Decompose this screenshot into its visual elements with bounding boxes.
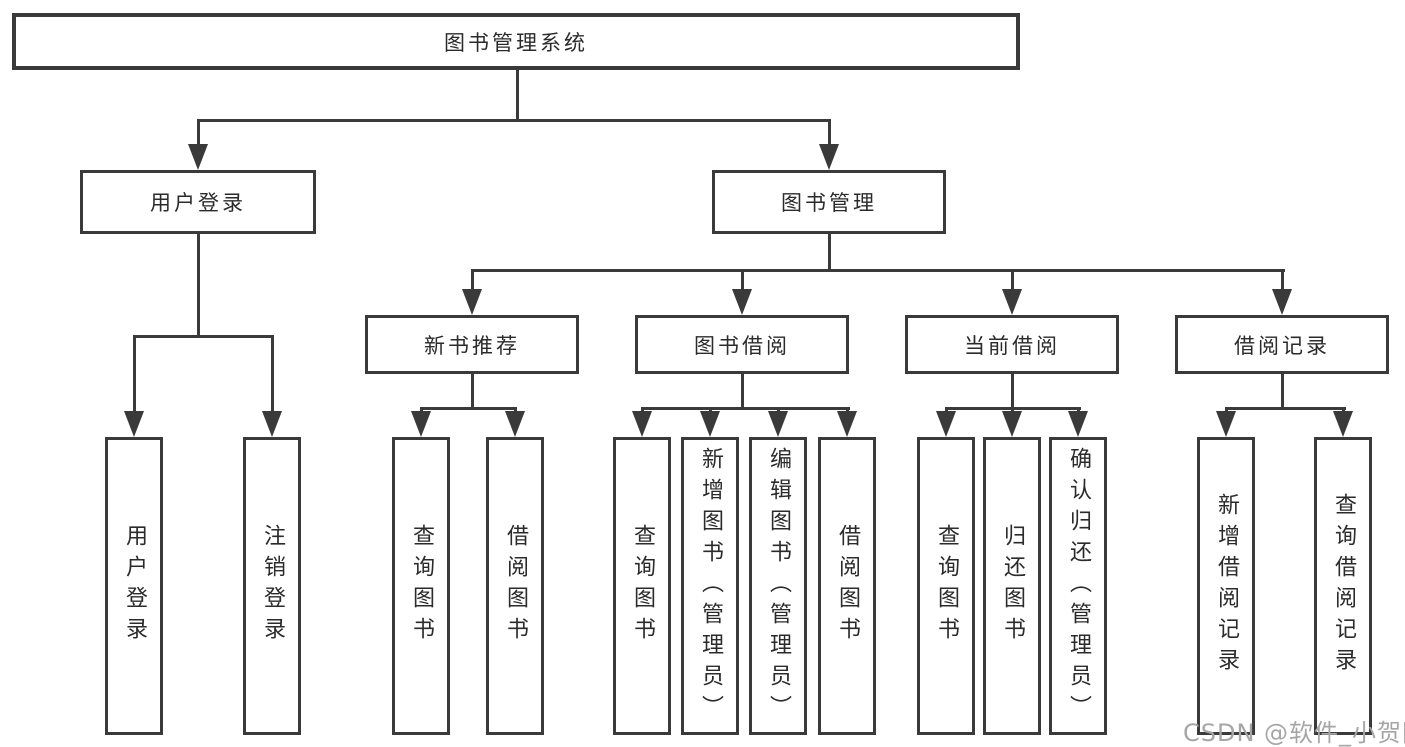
leaf-logout: 注销登录: [243, 437, 301, 735]
node-user-login-label: 用户登录: [150, 191, 246, 215]
leaf-edit-books-admin: 编辑图书（管理员）: [749, 437, 807, 735]
node-current-borrow: 当前借阅: [905, 315, 1119, 374]
node-borrow-records-label: 借阅记录: [1234, 333, 1330, 358]
arrowhead-icon: [936, 411, 956, 437]
node-new-book-recommend-label: 新书推荐: [424, 333, 520, 358]
connector: [471, 269, 1285, 272]
leaf-borrow-books-label: 借阅图书: [835, 524, 860, 648]
node-new-book-recommend: 新书推荐: [365, 315, 579, 374]
connector: [197, 119, 831, 122]
leaf-query-borrow-record: 查询借阅记录: [1314, 437, 1372, 735]
leaf-query-borrow-record-label: 查询借阅记录: [1331, 493, 1356, 679]
leaf-return-books: 归还图书: [983, 437, 1041, 735]
leaf-borrow-books-recommend-label: 借阅图书: [503, 524, 528, 648]
leaf-borrow-books: 借阅图书: [818, 437, 876, 735]
connector: [1281, 371, 1284, 410]
connector: [1011, 269, 1014, 293]
arrowhead-icon: [1002, 289, 1022, 315]
connector: [271, 335, 274, 415]
arrowhead-icon: [632, 411, 652, 437]
node-book-borrow-label: 图书借阅: [694, 333, 790, 358]
leaf-return-books-label: 归还图书: [1000, 524, 1025, 648]
connector: [1281, 269, 1284, 293]
node-current-borrow-label: 当前借阅: [964, 333, 1060, 358]
connector: [516, 70, 519, 120]
arrowhead-icon: [124, 411, 144, 437]
connector: [1011, 371, 1014, 410]
leaf-borrow-books-recommend: 借阅图书: [486, 437, 544, 735]
leaf-logout-label: 注销登录: [260, 524, 285, 648]
node-borrow-records: 借阅记录: [1175, 315, 1389, 374]
leaf-query-books-current-label: 查询图书: [934, 524, 959, 648]
arrowhead-icon: [700, 411, 720, 437]
leaf-confirm-return-admin-label: 确认归还（管理员）: [1066, 446, 1091, 726]
connector: [641, 407, 850, 410]
leaf-query-books-recommend: 查询图书: [392, 437, 450, 735]
arrowhead-icon: [1068, 411, 1088, 437]
node-book-management: 图书管理: [712, 170, 946, 234]
arrowhead-icon: [262, 411, 282, 437]
leaf-query-books-recommend-label: 查询图书: [409, 524, 434, 648]
arrowhead-icon: [1002, 411, 1022, 437]
connector: [828, 231, 831, 272]
arrowhead-icon: [188, 144, 208, 170]
leaf-confirm-return-admin: 确认归还（管理员）: [1049, 437, 1107, 735]
leaf-add-books-admin-label: 新增图书（管理员）: [698, 446, 723, 726]
node-root-label: 图书管理系统: [444, 30, 588, 55]
connector: [741, 269, 744, 293]
leaf-query-books-borrow: 查询图书: [613, 437, 671, 735]
connector: [828, 119, 831, 148]
node-user-login: 用户登录: [80, 170, 316, 234]
connector: [471, 371, 474, 410]
arrowhead-icon: [505, 411, 525, 437]
leaf-add-books-admin: 新增图书（管理员）: [681, 437, 739, 735]
connector: [1225, 407, 1346, 410]
node-root: 图书管理系统: [12, 13, 1020, 70]
arrowhead-icon: [768, 411, 788, 437]
arrowhead-icon: [1272, 289, 1292, 315]
watermark: CSDN @软件_小贺同学: [1183, 719, 1405, 747]
leaf-query-books-borrow-label: 查询图书: [630, 524, 655, 648]
arrowhead-icon: [819, 144, 839, 170]
leaf-user-login-label: 用户登录: [122, 524, 147, 648]
arrowhead-icon: [462, 289, 482, 315]
leaf-edit-books-admin-label: 编辑图书（管理员）: [766, 446, 791, 726]
connector: [197, 231, 200, 338]
connector: [471, 269, 474, 293]
arrowhead-icon: [837, 411, 857, 437]
arrowhead-icon: [1216, 411, 1236, 437]
arrowhead-icon: [1333, 411, 1353, 437]
connector: [420, 407, 517, 410]
leaf-user-login: 用户登录: [105, 437, 163, 735]
leaf-add-borrow-record-label: 新增借阅记录: [1214, 493, 1239, 679]
leaf-add-borrow-record: 新增借阅记录: [1197, 437, 1255, 735]
arrowhead-icon: [732, 289, 752, 315]
node-book-management-label: 图书管理: [781, 191, 877, 215]
connector: [133, 335, 136, 415]
connector: [741, 371, 744, 410]
connector: [197, 119, 200, 148]
connector: [133, 335, 274, 338]
node-book-borrow: 图书借阅: [635, 315, 849, 374]
leaf-query-books-current: 查询图书: [917, 437, 975, 735]
arrowhead-icon: [411, 411, 431, 437]
